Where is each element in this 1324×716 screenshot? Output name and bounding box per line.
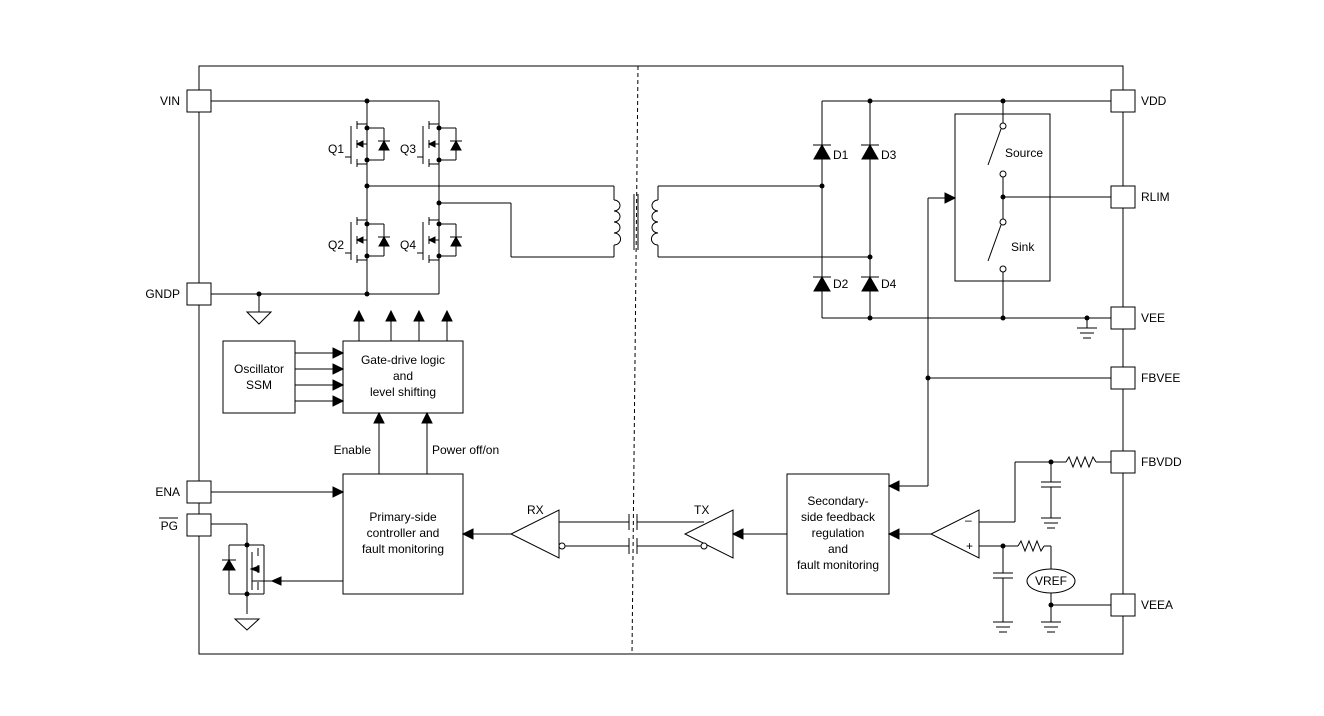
gndp-ground-icon — [245, 294, 273, 325]
label-q4: Q4 — [400, 238, 416, 252]
oscillator-line-1: Oscillator — [234, 362, 284, 376]
gate-drive-logic-block: Gate-drive logic and level shifting — [342, 340, 464, 414]
label-d4: D4 — [881, 277, 897, 291]
oscillator-block: Oscillator SSM — [222, 340, 296, 414]
secondary-to-tx-arrow — [731, 528, 787, 540]
label-d2: D2 — [833, 277, 849, 291]
rx-buffer: RX — [461, 503, 566, 559]
pin-vee-label: VEE — [1141, 311, 1165, 325]
label-q2: Q2 — [328, 238, 344, 252]
pg-output-transistor — [211, 523, 343, 614]
label-d3: D3 — [881, 148, 897, 162]
label-enable: Enable — [334, 443, 372, 457]
pin-veea: VEEA — [1110, 593, 1173, 617]
secondary-line-2: side feedback — [801, 510, 876, 524]
pin-vee: VEE — [1110, 306, 1165, 330]
label-power: Power off/on — [432, 443, 499, 457]
gate-drive-line-1: Gate-drive logic — [361, 353, 445, 367]
pin-fbvee: FBVEE — [1110, 366, 1180, 390]
label-rx: RX — [527, 503, 544, 517]
pin-veea-label: VEEA — [1141, 598, 1173, 612]
pin-ena: ENA — [155, 480, 212, 504]
pin-fbvee-label: FBVEE — [1141, 371, 1180, 385]
pin-gndp: GNDP — [145, 282, 212, 306]
label-source: Source — [1005, 146, 1043, 160]
mosfet-q1 — [345, 121, 390, 167]
mosfet-q3 — [417, 121, 462, 167]
pin-pg-label: PG — [161, 519, 178, 533]
diode-d4 — [861, 275, 879, 292]
gate-drive-line-3: level shifting — [370, 385, 436, 399]
isolation-capacitors — [559, 514, 704, 554]
vee-ground-icon — [1077, 318, 1097, 339]
mosfet-q4 — [417, 217, 462, 263]
mosfet-q2 — [345, 217, 390, 263]
transformer-icon — [613, 186, 659, 257]
secondary-line-1: Secondary- — [807, 494, 868, 508]
pin-vdd-label: VDD — [1141, 94, 1167, 108]
pin-gndp-label: GNDP — [145, 287, 180, 301]
tx-buffer: TX — [683, 503, 734, 559]
secondary-line-5: fault monitoring — [797, 558, 879, 572]
label-q3: Q3 — [400, 142, 416, 156]
pin-rlim: RLIM — [1110, 185, 1170, 209]
chip-outline — [198, 65, 1124, 655]
diode-d2 — [813, 275, 831, 292]
oscillator-output-arrows — [295, 347, 345, 407]
primary-line-3: fault monitoring — [362, 542, 444, 556]
pin-pg: PG — [159, 513, 212, 537]
pin-fbvdd-label: FBVDD — [1141, 455, 1182, 469]
pin-vin: VIN — [160, 89, 212, 113]
secondary-feedback-block: Secondary- side feedback regulation and … — [786, 473, 890, 595]
pin-ena-label: ENA — [155, 485, 180, 499]
primary-line-1: Primary-side — [369, 510, 437, 524]
amp-plus: + — [966, 539, 973, 553]
gate-drive-line-2: and — [393, 369, 413, 383]
secondary-line-3: regulation — [812, 526, 865, 540]
primary-controller-block: Primary-side controller and fault monito… — [342, 473, 464, 595]
gate-drive-output-arrows — [353, 309, 453, 341]
oscillator-line-2: SSM — [246, 378, 272, 392]
pin-vin-label: VIN — [160, 94, 180, 108]
ena-signal-path — [211, 486, 345, 498]
pg-ground-icon — [233, 618, 261, 631]
fbvdd-network — [1015, 455, 1111, 529]
pin-rlim-label: RLIM — [1141, 190, 1170, 204]
label-q1: Q1 — [328, 142, 344, 156]
primary-line-2: controller and — [367, 526, 440, 540]
error-amplifier: – + — [887, 462, 1016, 559]
pin-vdd: VDD — [1110, 89, 1167, 113]
label-sink: Sink — [1011, 240, 1035, 254]
secondary-line-4: and — [828, 542, 848, 556]
h-bridge — [211, 98, 615, 297]
fbvee-feedback-path — [887, 192, 1111, 492]
diode-d1 — [813, 143, 831, 160]
amp-minus: – — [965, 513, 972, 527]
label-tx: TX — [694, 503, 709, 517]
pin-fbvdd: FBVDD — [1110, 450, 1182, 474]
diode-d3 — [861, 143, 879, 160]
label-d1: D1 — [833, 148, 849, 162]
vref-network: VREF — [993, 539, 1111, 633]
isolation-barrier — [631, 65, 639, 655]
label-vref: VREF — [1035, 574, 1067, 588]
control-signal-arrows: Enable Power off/on — [334, 411, 499, 474]
current-limit-switch: Source Sink — [954, 101, 1111, 318]
